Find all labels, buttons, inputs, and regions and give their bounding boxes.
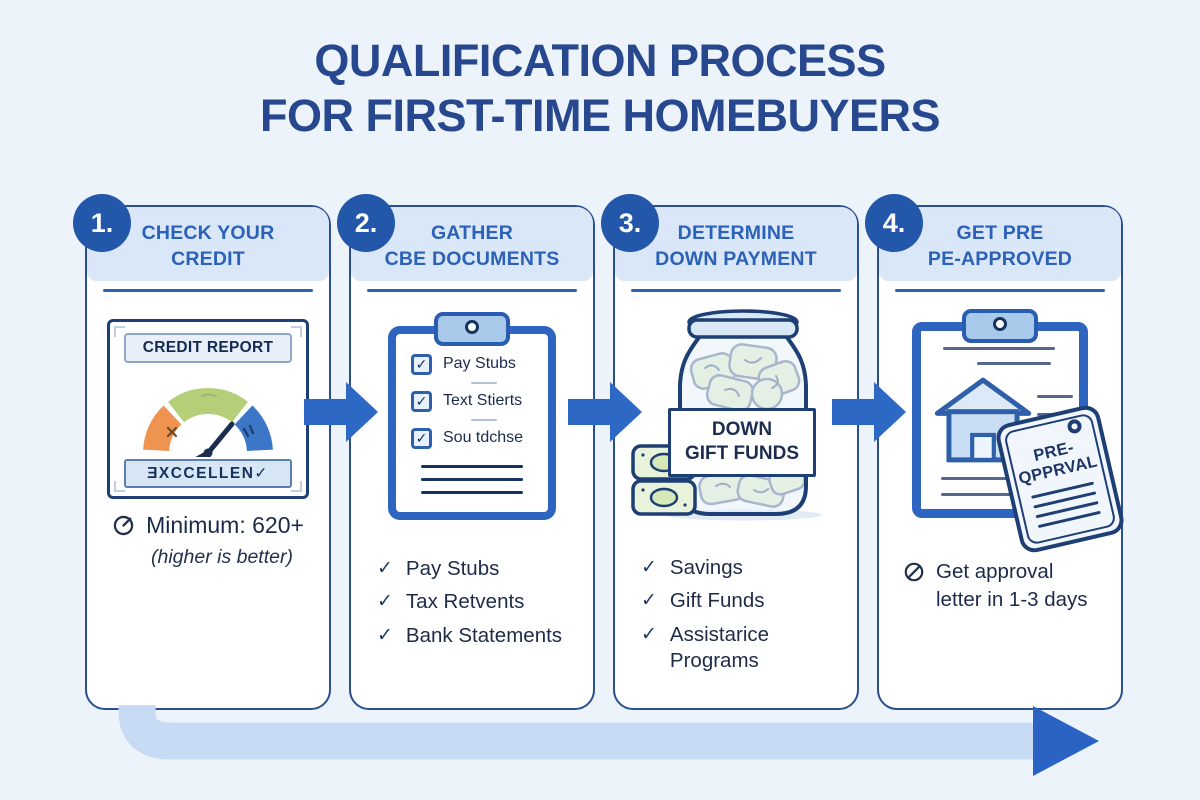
jar-label: DOWN GIFT FUNDS — [668, 407, 816, 477]
clipboard-item-label: Pay Stubs — [443, 355, 516, 372]
documents-clipboard-illustration: ✓ Pay Stubs ✓ Text Stierts ✓ Sou tdchse — [388, 311, 556, 520]
preapproval-clipboard-illustration: PRE- QPPRVAL — [912, 308, 1127, 555]
step-card-1: 1. CHECK YOUR CREDIT CREDIT REPORT — [73, 194, 331, 710]
document-line — [1037, 394, 1073, 398]
checklist-item: ✓ Tax Retvents — [377, 589, 562, 616]
clipboard-item-label: Text Stierts — [443, 392, 523, 409]
checklist-item: ✓ Pay Stubs — [377, 556, 562, 583]
step-4-header: GET PRE PE-APPROVED — [879, 207, 1121, 281]
step-1-number-badge: 1. — [73, 194, 131, 252]
funds-checklist: ✓ Savings ✓ Gift Funds ✓ Assistarice Pro… — [615, 555, 769, 676]
minimum-score-text: Minimum: 620+ — [146, 511, 304, 538]
clipboard-item: ✓ Sou tdchse — [411, 427, 548, 449]
step-4-number-badge: 4. — [865, 194, 923, 252]
check-icon: ✓ — [641, 590, 657, 612]
step-2-number-badge: 2. — [337, 194, 395, 252]
step-3-number-badge: 3. — [601, 194, 659, 252]
check-icon: ✓ — [377, 591, 393, 613]
checkbox-icon: ✓ — [411, 390, 432, 412]
check-icon: ✓ — [377, 557, 393, 579]
clipboard-clip-icon — [434, 311, 510, 346]
step-arrow-icon — [568, 382, 642, 442]
clipboard-item: ✓ Text Stierts — [411, 390, 548, 412]
clip-hole-icon — [993, 316, 1007, 331]
steps-row: 1. CHECK YOUR CREDIT CREDIT REPORT — [73, 194, 1127, 710]
clipboard-clip-icon — [962, 308, 1038, 343]
separator-line — [471, 418, 497, 421]
corner-mark-icon — [291, 480, 302, 492]
clip-hole-icon — [465, 319, 479, 334]
step-3-title: DETERMINE DOWN PAYMENT — [655, 221, 817, 270]
bottom-flow-arrow — [118, 705, 1099, 776]
house-icon — [934, 377, 1032, 462]
credit-rating-bar: ƎXCCELLEN✓ — [124, 458, 292, 488]
checkbox-icon: ✓ — [411, 353, 432, 375]
approval-note: Get approval letter in 1-3 days — [903, 558, 1088, 615]
check-icon: ✓ — [377, 624, 393, 646]
header-divider — [895, 289, 1105, 292]
step-card-3: 3. DETERMINE DOWN PAYMENT — [601, 194, 859, 710]
step-1-header: CHECK YOUR CREDIT — [87, 207, 329, 281]
check-icon: ✓ — [641, 556, 657, 578]
checklist-item: ✓ Savings — [641, 555, 769, 582]
document-lines — [396, 464, 548, 494]
money-jar-illustration: DOWN GIFT FUNDS — [630, 306, 842, 521]
header-divider — [103, 289, 313, 292]
checklist-item: ✓ Gift Funds — [641, 588, 769, 615]
document-line — [977, 361, 1051, 365]
checklist-item: ✓ Assistarice Programs — [641, 622, 769, 675]
pre-approval-tag: PRE- QPPRVAL — [993, 402, 1127, 555]
approval-note-text: Get approval letter in 1-3 days — [936, 559, 1088, 612]
corner-mark-icon — [114, 325, 125, 337]
document-line — [941, 476, 1059, 480]
check-icon: ✓ — [641, 623, 657, 645]
header-divider — [367, 289, 577, 292]
credit-report-illustration: CREDIT REPORT ƎXCCELLEN✓ — [107, 318, 309, 499]
credit-report-title: CREDIT REPORT — [124, 332, 292, 363]
clipboard-item: ✓ Pay Stubs — [411, 353, 548, 375]
credit-score-gauge-icon — [143, 387, 273, 457]
corner-mark-icon — [291, 325, 302, 337]
minimum-score-subtext: (higher is better) — [151, 545, 293, 568]
step-1-title: CHECK YOUR CREDIT — [141, 221, 275, 270]
page-title: QUALIFICATION PROCESS FOR FIRST-TIME HOM… — [259, 35, 941, 141]
separator-line — [471, 381, 497, 384]
step-card-2: 2. GATHER CBE DOCUMENTS ✓ Pay Stubs — [337, 194, 595, 710]
gauge-icon — [113, 515, 134, 535]
step-2-title: GATHER CBE DOCUMENTS — [384, 221, 560, 270]
step-card-4: 4. GET PRE PE-APPROVED — [865, 194, 1127, 710]
document-line — [941, 492, 1033, 496]
step-arrow-icon — [832, 382, 906, 442]
documents-checklist: ✓ Pay Stubs ✓ Tax Retvents ✓ Bank Statem… — [351, 556, 562, 650]
corner-mark-icon — [114, 480, 125, 492]
document-line — [943, 346, 1055, 350]
minimum-score-note: Minimum: 620+ — [112, 512, 304, 539]
circle-slash-icon — [904, 562, 924, 581]
step-4-title: GET PRE PE-APPROVED — [927, 221, 1073, 270]
step-arrow-icon — [304, 382, 378, 442]
clipboard-item-label: Sou tdchse — [443, 429, 524, 446]
checkbox-icon: ✓ — [411, 427, 432, 449]
checklist-item: ✓ Bank Statements — [377, 623, 562, 650]
header-divider — [631, 289, 841, 292]
